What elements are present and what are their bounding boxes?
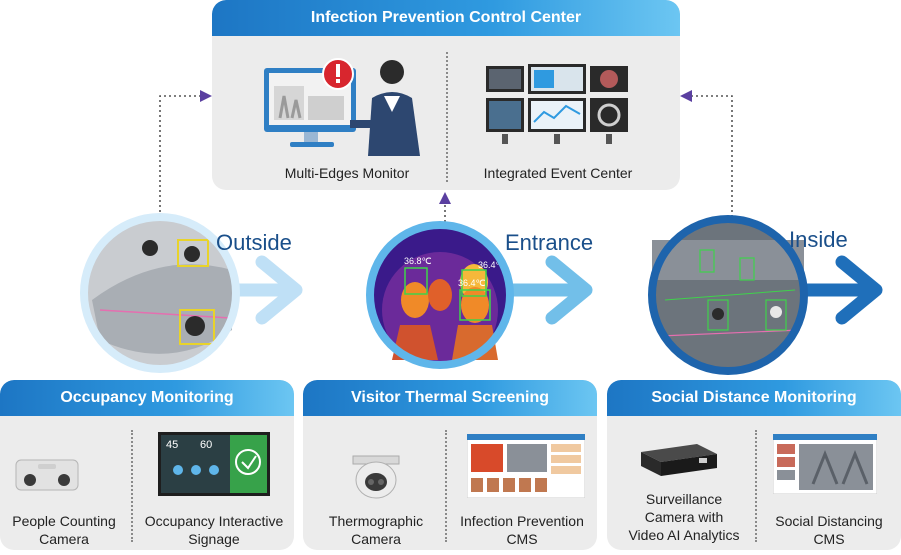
visitor-thermal-screening-title: Visitor Thermal Screening: [303, 380, 597, 416]
social-distance-monitoring-panel: Social Distance Monitoring Surveillance …: [607, 380, 901, 550]
thermographic-camera-icon: [352, 455, 400, 499]
infection-prevention-cms-label: Infection Prevention CMS: [460, 513, 584, 547]
control-center-divider: [446, 52, 448, 182]
control-center-title: Infection Prevention Control Center: [212, 0, 680, 36]
control-center-body: Multi-Edges Monitor Integrated Event Cen…: [212, 36, 680, 190]
social-divider: [755, 430, 757, 542]
zone-label-outside: Outside: [216, 230, 292, 255]
thermographic-camera-label: Thermographic Camera: [328, 513, 424, 547]
occupancy-monitoring-title: Occupancy Monitoring: [0, 380, 294, 416]
social-distance-monitoring-title: Social Distance Monitoring: [607, 380, 901, 416]
arrow-entrance-icon: [493, 255, 593, 325]
occupancy-divider: [131, 430, 133, 542]
thermal-divider: [445, 430, 447, 542]
people-counting-camera-label: People Counting Camera: [12, 513, 116, 547]
connector-entrance-to-center: [439, 192, 451, 222]
surveillance-camera-label: Surveillance Camera with Video AI Analyt…: [628, 491, 740, 543]
signage-value-1: 45: [166, 439, 178, 451]
thermal-temp-3: 36.4℃: [458, 278, 486, 288]
social-distancing-cms-icon: [773, 434, 877, 494]
outside-camera-view: [80, 213, 240, 373]
entrance-thermal-view: 36.8℃ 36.4℃ 36.4℃: [366, 221, 514, 369]
multi-edges-monitor-label: Multi-Edges Monitor: [284, 165, 410, 181]
social-distancing-cms-label: Social Distancing CMS: [775, 513, 883, 547]
signage-value-2: 60: [200, 439, 212, 451]
people-counting-camera-icon: [15, 459, 79, 491]
visitor-thermal-screening-panel: Visitor Thermal Screening Thermographic …: [303, 380, 597, 550]
integrated-event-center-label: Integrated Event Center: [483, 165, 633, 181]
zone-label-inside: Inside: [789, 227, 848, 252]
zone-label-entrance: Entrance: [505, 230, 594, 255]
occupancy-monitoring-panel: Occupancy Monitoring People Counting Cam…: [0, 380, 294, 550]
operator-monitor-icon: [264, 58, 420, 156]
occupancy-signage-icon: 45 60: [158, 432, 270, 496]
thermal-temp-2: 36.4℃: [478, 260, 506, 270]
occupancy-signage-label: Occupancy Interactive Signage: [144, 513, 284, 547]
video-wall-icon: [486, 64, 628, 144]
video-analytics-nvr-icon: [641, 444, 717, 476]
inside-camera-view: [648, 215, 808, 375]
thermal-temp-1: 36.8℃: [404, 256, 432, 266]
connector-inside-to-center: [680, 90, 733, 222]
connector-outside-to-center: [159, 90, 212, 232]
control-center-panel: Infection Prevention Control Center Mult…: [212, 0, 680, 190]
infection-prevention-cms-icon: [467, 434, 585, 498]
